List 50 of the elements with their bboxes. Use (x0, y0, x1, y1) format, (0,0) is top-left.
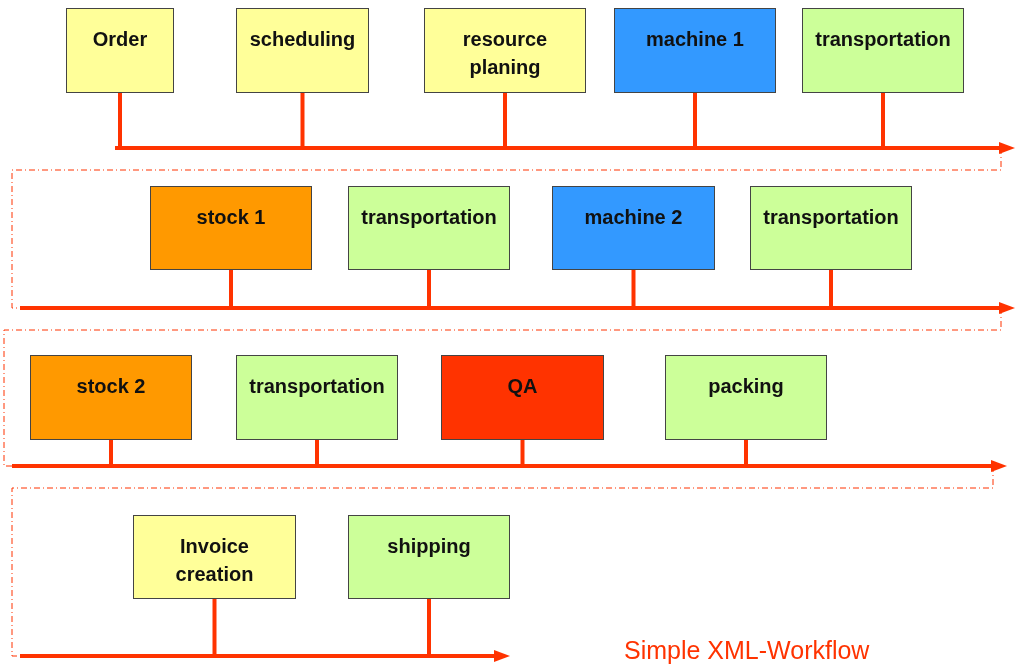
process-box (348, 186, 510, 270)
timeline-arrow (115, 140, 1015, 156)
step-label: transportation (249, 375, 385, 397)
timeline-arrow (12, 458, 1007, 474)
step-label: transportation (361, 206, 497, 228)
step-label: machine 1 (646, 28, 744, 50)
process-box (133, 515, 296, 599)
connector-line (109, 440, 113, 464)
step-label: Order (92, 28, 148, 50)
step-label: scheduling (249, 28, 356, 50)
step-label: machine 2 (584, 206, 683, 228)
step-label: stock 2 (76, 375, 146, 397)
connector-line (300, 93, 305, 146)
connector-line (881, 93, 885, 146)
timeline-arrow (20, 648, 510, 664)
connector-line (503, 93, 507, 146)
timeline-arrow (20, 300, 1015, 316)
connector-line (693, 93, 697, 146)
process-box (66, 8, 174, 93)
step-label: QA (507, 375, 538, 397)
step-label: packing (708, 375, 784, 397)
connector-line (229, 270, 233, 306)
step-label: shipping (387, 535, 471, 557)
step-label: Invoice creation (175, 535, 254, 585)
connector-line (212, 599, 217, 654)
connector-line (118, 93, 122, 146)
process-box (750, 186, 912, 270)
connector-line (631, 270, 636, 306)
step-label: transportation (763, 206, 899, 228)
connector-line (829, 270, 833, 306)
step-label: stock 1 (196, 206, 266, 228)
step-label: transportation (815, 28, 951, 50)
process-box (614, 8, 776, 93)
process-box (348, 515, 510, 599)
connector-line (744, 440, 748, 464)
process-box (665, 355, 827, 440)
connector-line (427, 270, 431, 306)
connector-line (427, 599, 431, 654)
process-box (441, 355, 604, 440)
process-box (236, 355, 398, 440)
process-box (150, 186, 312, 270)
process-box (552, 186, 715, 270)
connector-line (315, 440, 319, 464)
process-box (802, 8, 964, 93)
caption: Simple XML-Workflow (624, 636, 870, 665)
process-box (236, 8, 369, 93)
process-box (424, 8, 586, 93)
process-box (30, 355, 192, 440)
step-label: resource planing (462, 28, 548, 78)
connector-line (520, 440, 525, 464)
